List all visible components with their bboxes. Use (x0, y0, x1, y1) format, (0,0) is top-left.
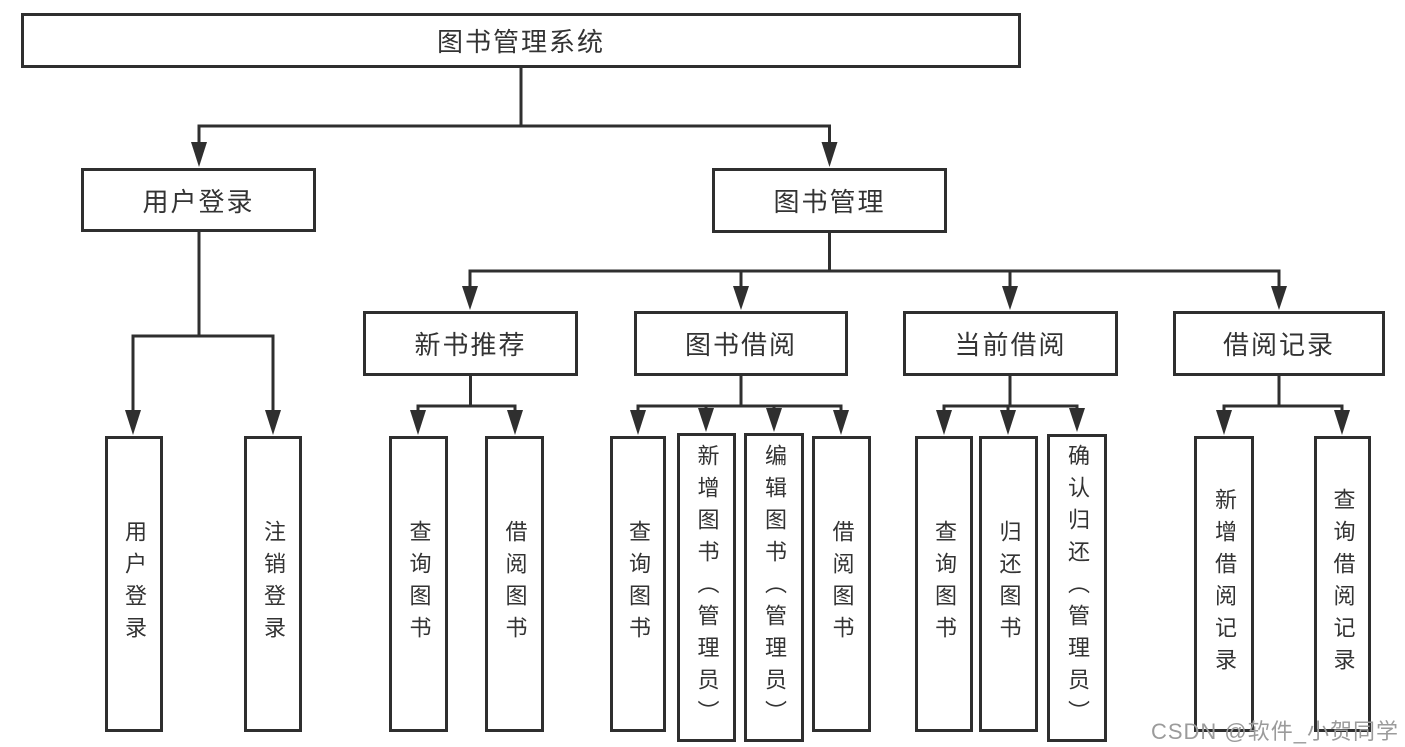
csdn-watermark: CSDN @软件_小贺同学 (1150, 719, 1399, 744)
connector-current-borrow-split (936, 376, 1085, 435)
arrow-down-icon (833, 410, 849, 435)
leaf-query-books-current: 查询图书 (915, 436, 973, 732)
leaf-logout: 注销登录 (244, 436, 302, 732)
arrow-down-icon (191, 142, 207, 167)
node-root-system: 图书管理系统 (21, 13, 1021, 68)
leaf-user-login: 用户登录 (105, 436, 163, 732)
connector-borrow-records-split (1216, 376, 1350, 435)
leaf-confirm-return-admin: 确认归还（管理员） (1047, 434, 1107, 742)
arrow-down-icon (507, 410, 523, 435)
arrow-down-icon (1000, 410, 1016, 435)
arrow-down-icon (733, 286, 749, 310)
node-book-borrow: 图书借阅 (634, 311, 848, 376)
leaf-add-book-admin: 新增图书（管理员） (677, 433, 736, 742)
arrow-down-icon (125, 410, 141, 435)
arrow-down-icon (410, 410, 426, 435)
leaf-query-borrow-record: 查询借阅记录 (1314, 436, 1371, 732)
connector-root-to-level2 (191, 68, 838, 167)
node-borrow-records: 借阅记录 (1173, 311, 1385, 376)
leaf-edit-book-admin: 编辑图书（管理员） (744, 433, 804, 742)
arrow-down-icon (698, 408, 714, 432)
connector-user-login-split (125, 232, 281, 435)
arrow-down-icon (265, 410, 281, 435)
node-book-management: 图书管理 (712, 168, 947, 233)
arrow-down-icon (1069, 408, 1085, 432)
node-user-login: 用户登录 (81, 168, 316, 232)
leaf-return-book: 归还图书 (979, 436, 1038, 732)
connector-book-borrow-split (630, 376, 849, 435)
connector-book-management-to-level3 (462, 233, 1287, 310)
arrow-down-icon (630, 410, 646, 435)
leaf-query-books-borrow: 查询图书 (610, 436, 666, 732)
arrow-down-icon (1271, 286, 1287, 310)
arrow-down-icon (766, 408, 782, 432)
node-new-book-recommend: 新书推荐 (363, 311, 578, 376)
node-current-borrow: 当前借阅 (903, 311, 1118, 376)
leaf-borrow-books: 借阅图书 (812, 436, 871, 732)
arrow-down-icon (1216, 410, 1232, 435)
connector-new-book-split (410, 376, 523, 435)
arrow-down-icon (821, 142, 838, 167)
arrow-down-icon (936, 410, 952, 435)
leaf-add-borrow-record: 新增借阅记录 (1194, 436, 1254, 732)
leaf-query-books-recommend: 查询图书 (389, 436, 448, 732)
arrow-down-icon (1002, 286, 1018, 310)
arrow-down-icon (1334, 410, 1350, 435)
leaf-borrow-books-recommend: 借阅图书 (485, 436, 544, 732)
arrow-down-icon (462, 286, 478, 310)
